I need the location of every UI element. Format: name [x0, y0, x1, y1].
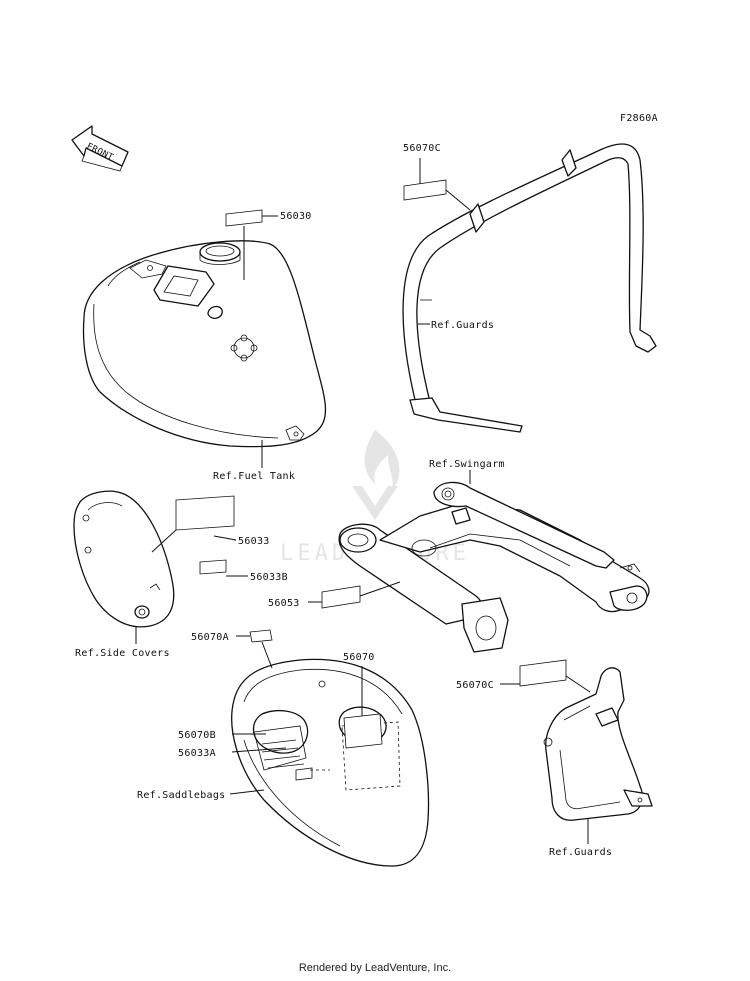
- ref-swingarm: Ref.Swingarm: [429, 459, 505, 470]
- swingarm: [321, 481, 650, 653]
- ref-guards-bottom: Ref.Guards: [549, 847, 612, 858]
- part-56033B: 56033B: [250, 572, 288, 583]
- ref-side-covers: Ref.Side Covers: [75, 648, 170, 659]
- side-cover: [73, 490, 175, 628]
- figure-code: F2860A: [620, 113, 658, 124]
- decal-56033: [175, 495, 235, 531]
- front-arrow-icon: FRONT: [71, 125, 129, 172]
- decal-56033B: [199, 559, 227, 575]
- part-56030: 56030: [280, 211, 312, 222]
- saddlebag-guard: [519, 659, 653, 821]
- decal-56070A: [249, 629, 273, 643]
- footer-credit: Rendered by LeadVenture, Inc.: [298, 962, 452, 974]
- saddlebag: [231, 658, 430, 867]
- ref-guards-top: Ref.Guards: [431, 320, 494, 331]
- part-56070B: 56070B: [178, 730, 216, 741]
- part-56070C-top: 56070C: [403, 143, 441, 154]
- part-56033A: 56033A: [178, 748, 216, 759]
- part-56070C-right: 56070C: [456, 680, 494, 691]
- fuel-tank: [82, 209, 327, 448]
- part-56033: 56033: [238, 536, 270, 547]
- part-56053: 56053: [268, 598, 300, 609]
- ref-fuel-tank: Ref.Fuel Tank: [213, 471, 295, 482]
- decal-56070: [343, 713, 383, 749]
- engine-guard-top: [402, 143, 657, 433]
- part-56070A: 56070A: [191, 632, 229, 643]
- part-56070: 56070: [343, 652, 375, 663]
- ref-saddlebags: Ref.Saddlebags: [137, 790, 226, 801]
